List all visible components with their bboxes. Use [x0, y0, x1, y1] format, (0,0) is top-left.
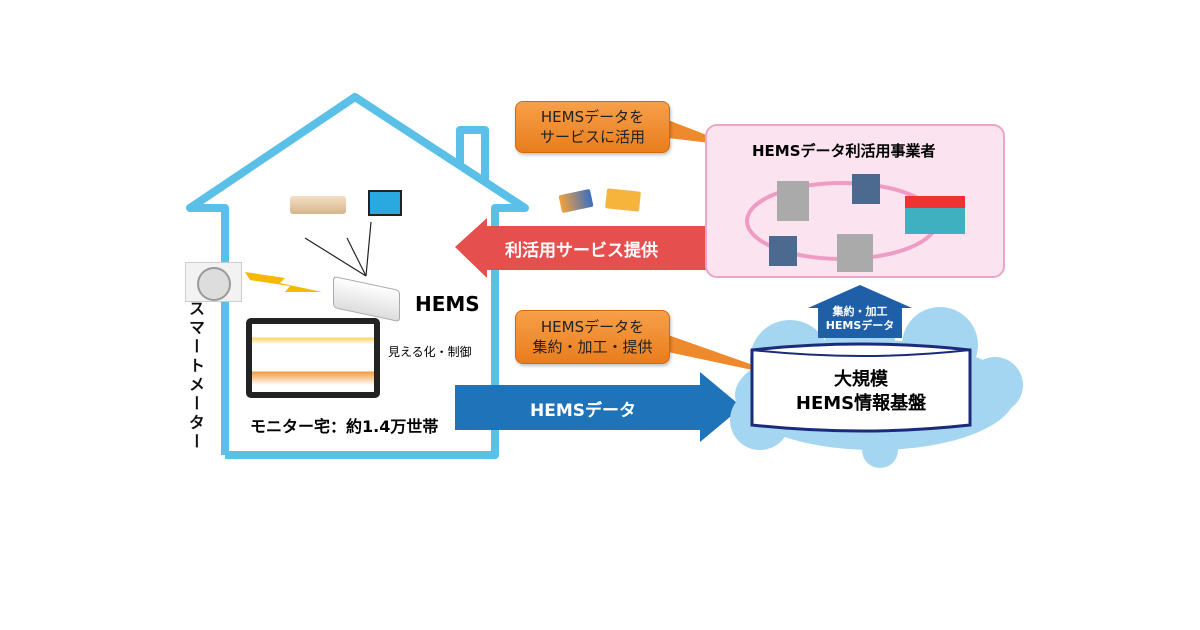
- building-icon: [852, 174, 880, 204]
- aggregated-line2: HEMSデータ: [825, 319, 895, 332]
- callout-line: HEMSデータを: [540, 108, 645, 126]
- tv-icon: [368, 190, 402, 216]
- operators-title: HEMSデータ利活用事業者: [752, 142, 936, 160]
- callout-line: サービスに活用: [539, 128, 645, 146]
- callout-line: HEMSデータを: [540, 318, 645, 336]
- smart-meter-label: スマートメーター: [186, 300, 205, 452]
- air-conditioner-icon: [290, 196, 346, 214]
- service-arrow-label: 利活用サービス提供: [505, 241, 658, 261]
- monitor-tablet-icon: [246, 318, 380, 398]
- coupon-icon: [605, 188, 641, 212]
- service-arrow: [455, 218, 720, 278]
- callout-line: 集約・加工・提供: [532, 338, 653, 356]
- smart-meter-icon: [185, 262, 242, 302]
- platform-line1: 大規模: [834, 369, 888, 390]
- aggregated-line1: 集約・加工: [832, 305, 888, 318]
- callout-use-service: HEMSデータを サービスに活用: [515, 101, 670, 153]
- connection-lines: [304, 221, 372, 277]
- hems-data-arrow-label: HEMSデータ: [530, 401, 637, 421]
- wireless-bolt-icon: [245, 272, 322, 292]
- hems-data-arrow: [455, 372, 742, 442]
- platform-line2: HEMS情報基盤: [795, 393, 927, 414]
- callout-aggregate: HEMSデータを 集約・加工・提供: [515, 310, 670, 364]
- platform-label: 大規模 HEMS情報基盤: [752, 368, 970, 416]
- hems-label: HEMS: [415, 292, 480, 316]
- aggregated-arrow-label: 集約・加工 HEMSデータ: [818, 305, 902, 333]
- aggregated-data-arrow: [808, 285, 912, 338]
- monitor-households-label: モニター宅：約1.4万世帯: [250, 417, 439, 436]
- building-icon: [777, 181, 809, 221]
- database-cylinder: [750, 342, 972, 433]
- building-icon: [837, 234, 873, 272]
- operators-box: HEMSデータ利活用事業者: [705, 124, 1005, 278]
- visualize-control-label: 見える化・制御: [388, 345, 472, 359]
- building-icon: [769, 236, 797, 266]
